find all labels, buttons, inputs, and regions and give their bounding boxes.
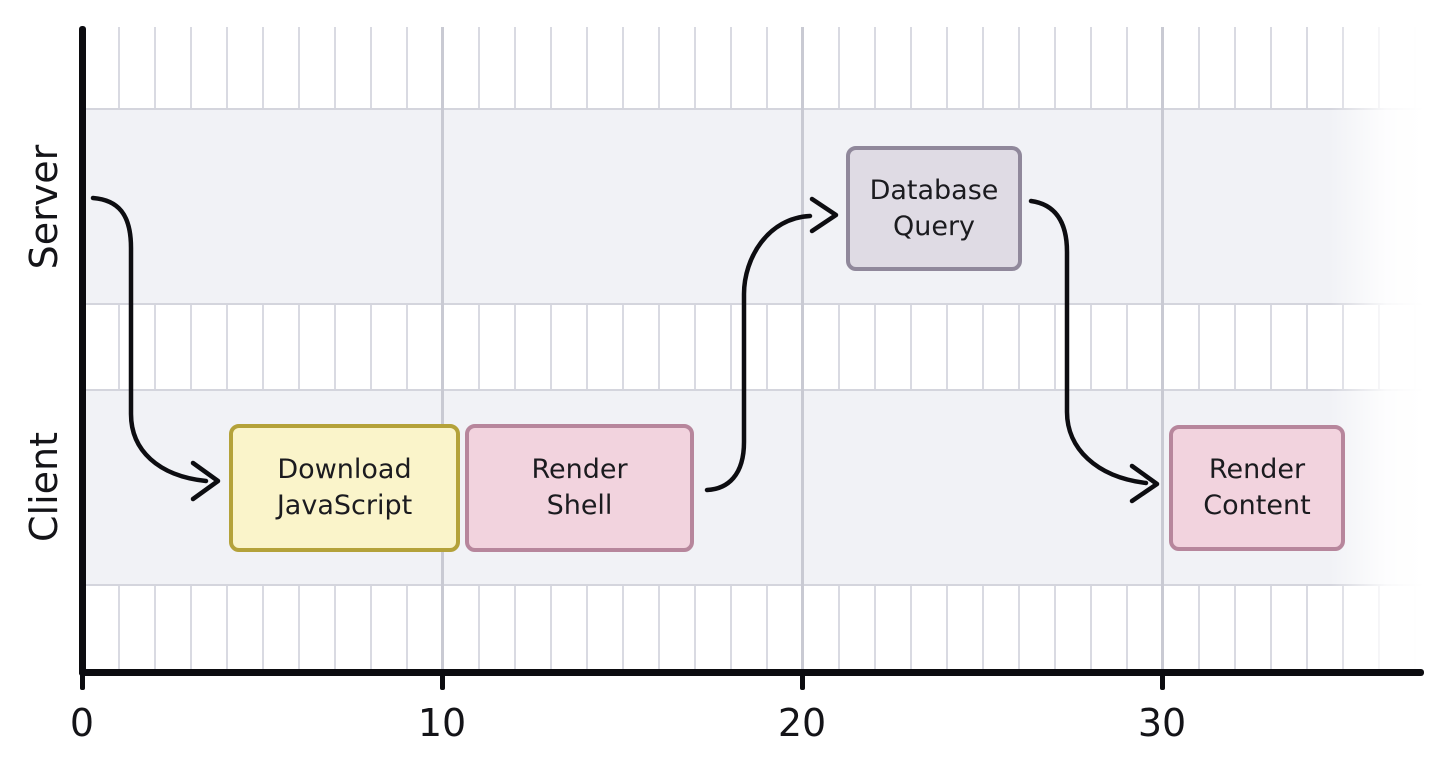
major-gridline-10	[441, 27, 444, 669]
x-tick-label-30: 30	[1137, 701, 1187, 745]
x-tick-20	[800, 673, 805, 690]
task-label-download-javascript: Download JavaScript	[276, 454, 413, 521]
x-tick-0	[80, 673, 85, 690]
plot-area	[86, 27, 1424, 669]
y-axis	[79, 26, 86, 676]
task-box-render-content: Render Content	[1169, 425, 1345, 551]
x-tick-30	[1160, 673, 1165, 690]
x-tick-10	[440, 673, 445, 690]
x-tick-label-0: 0	[69, 701, 95, 745]
major-gridline-30	[1161, 27, 1164, 669]
task-box-database-query: Database Query	[846, 146, 1022, 271]
x-tick-label-20: 20	[777, 701, 827, 745]
task-label-render-content: Render Content	[1203, 454, 1311, 521]
task-box-download-javascript: Download JavaScript	[229, 424, 460, 552]
server-lane-band	[86, 108, 1424, 305]
lane-label-server-text: Server	[22, 144, 66, 270]
task-box-render-shell: Render Shell	[465, 424, 694, 552]
right-edge-fade	[1329, 27, 1424, 669]
x-axis	[79, 669, 1424, 676]
lane-label-server: Server	[14, 77, 74, 337]
major-gridline-20	[801, 27, 804, 669]
lane-label-client-text: Client	[22, 432, 66, 543]
task-label-database-query: Database Query	[869, 174, 999, 242]
x-tick-label-10: 10	[417, 701, 467, 745]
lane-label-client: Client	[14, 357, 74, 617]
task-label-render-shell: Render Shell	[531, 454, 628, 521]
